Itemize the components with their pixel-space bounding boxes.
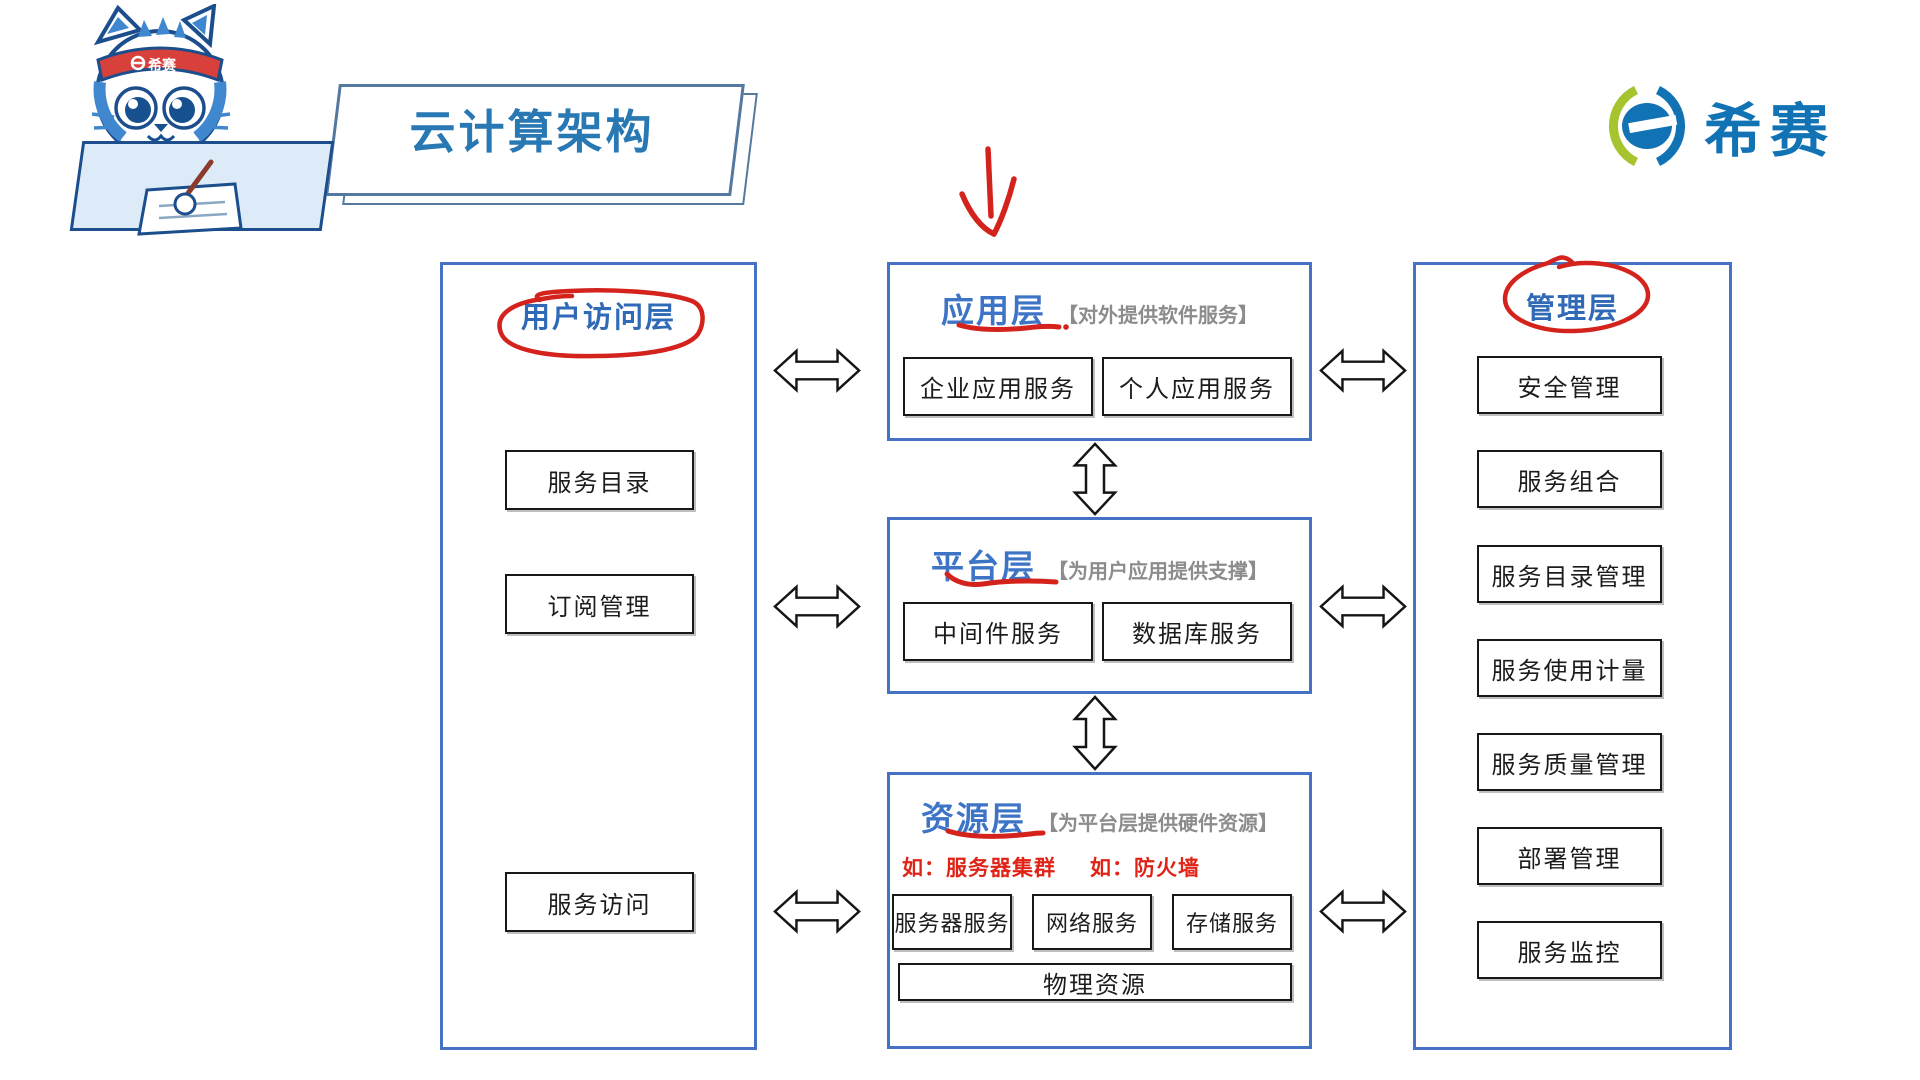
resource-box-storage-service: 存储服务: [1172, 894, 1292, 950]
resource-box-network-service: 网络服务: [1032, 894, 1152, 950]
mascot-nose: [154, 124, 168, 132]
item-label: 数据库服务: [1132, 621, 1262, 648]
mgmt-item-catalog-mgmt: 服务目录管理: [1477, 545, 1662, 603]
item-label: 服务器服务: [894, 911, 1010, 936]
mascot-headband-logo-icon: [130, 55, 146, 71]
item-label: 服务使用计量: [1491, 657, 1648, 685]
mascot-cheek-patch-right: [193, 81, 227, 142]
double-arrow-right-app: [1319, 348, 1407, 393]
mascot-stripe: [156, 17, 170, 35]
item-label: 服务目录: [547, 469, 652, 497]
brand-logo-text: 希赛: [1704, 99, 1837, 164]
platform-layer-header: 平台层 【为用户应用提供支撑】: [887, 540, 1312, 588]
application-layer-subtitle: 【对外提供软件服务】: [1058, 305, 1258, 327]
mgmt-item-usage-metering: 服务使用计量: [1477, 639, 1662, 697]
logo-green-arc: [1609, 85, 1639, 167]
app-box-personal-services: 个人应用服务: [1102, 357, 1292, 416]
mgmt-item-security: 安全管理: [1477, 356, 1662, 414]
mgmt-item-service-monitoring: 服务监控: [1477, 921, 1662, 979]
mascot-mouth: [146, 133, 176, 142]
platform-layer-title: 平台层: [931, 548, 1036, 585]
mgmt-item-deployment-mgmt: 部署管理: [1477, 827, 1662, 885]
item-label: 网络服务: [1045, 911, 1138, 936]
app-box-enterprise-services: 企业应用服务: [903, 357, 1093, 416]
note-server-cluster: 如：服务器集群: [902, 857, 1056, 880]
paper-line: [158, 212, 228, 220]
item-label: 订阅管理: [547, 593, 652, 621]
mascot-eye-highlight: [128, 99, 138, 109]
resource-box-server-service: 服务器服务: [892, 894, 1012, 950]
logo-e-slot: [1628, 114, 1678, 134]
double-arrow-left-app: [773, 348, 861, 393]
application-layer-header: 应用层 【对外提供软件服务】: [887, 284, 1312, 332]
mascot-stripe: [138, 20, 152, 37]
user-access-item-subscription-mgmt: 订阅管理: [505, 574, 694, 634]
platform-box-middleware: 中间件服务: [903, 602, 1093, 661]
item-label: 服务访问: [547, 891, 652, 919]
user-access-item-service-access: 服务访问: [505, 872, 694, 932]
mascot-eye-highlight: [172, 99, 182, 109]
item-label: 部署管理: [1517, 845, 1622, 873]
resource-box-physical-resources: 物理资源: [898, 963, 1292, 1001]
mascot-eye-right-iris: [169, 97, 195, 123]
brand-logo: 希赛: [1600, 84, 1836, 168]
item-label: 存储服务: [1185, 911, 1278, 936]
double-arrow-platform-resource: [1072, 695, 1118, 771]
logo-blue-arc: [1655, 85, 1685, 167]
brand-logo-icon: [1609, 85, 1685, 167]
item-label: 物理资源: [1043, 971, 1147, 999]
page-title: 云计算架构: [409, 106, 655, 158]
double-arrow-app-platform: [1072, 442, 1118, 516]
item-label: 中间件服务: [933, 621, 1063, 648]
resource-layer-title: 资源层: [921, 800, 1026, 837]
item-label: 服务质量管理: [1491, 751, 1648, 779]
mascot-paper: [137, 159, 243, 236]
double-arrow-right-resource: [1319, 889, 1407, 934]
mascot-headband-text: 希赛: [148, 57, 177, 73]
mgmt-item-qos-mgmt: 服务质量管理: [1477, 733, 1662, 791]
double-arrow-left-resource: [773, 889, 861, 934]
mascot-eye-left-iris: [125, 97, 151, 123]
item-label: 个人应用服务: [1119, 376, 1275, 403]
mascot-whisker: [91, 112, 115, 119]
mascot-whisker: [207, 112, 231, 119]
mascot-ear-left-inner: [107, 17, 129, 34]
user-access-layer-title: 用户访问层: [520, 302, 676, 334]
red-down-arrow: [959, 146, 1017, 237]
double-arrow-right-platform: [1319, 584, 1407, 629]
mascot-ear-right-inner: [192, 15, 207, 35]
management-layer-title: 管理层: [1525, 293, 1619, 325]
item-label: 安全管理: [1517, 374, 1622, 402]
user-access-item-service-catalog: 服务目录: [505, 450, 694, 510]
mgmt-item-service-composition: 服务组合: [1477, 450, 1662, 508]
note-firewall: 如：防火墙: [1090, 857, 1200, 880]
double-arrow-left-platform: [773, 584, 861, 629]
mascot-whisker: [93, 125, 116, 130]
mascot-cheek-patch-left: [93, 81, 127, 142]
mascot-paw: [173, 192, 197, 216]
resource-layer-notes: 如：服务器集群 如：防火墙: [902, 852, 1200, 882]
user-access-layer-panel: [440, 262, 757, 1050]
item-label: 服务监控: [1517, 939, 1622, 967]
resource-layer-header: 资源层 【为平台层提供硬件资源】: [887, 792, 1312, 840]
application-layer-title: 应用层: [941, 292, 1046, 329]
mascot-whisker: [206, 125, 229, 130]
item-label: 服务目录管理: [1491, 563, 1648, 591]
platform-box-database: 数据库服务: [1102, 602, 1292, 661]
mascot-stripe: [174, 21, 186, 38]
resource-layer-subtitle: 【为平台层提供硬件资源】: [1038, 813, 1278, 835]
platform-layer-subtitle: 【为用户应用提供支撑】: [1048, 561, 1268, 583]
item-label: 企业应用服务: [920, 376, 1076, 403]
mascot-headband: [96, 46, 224, 83]
item-label: 服务组合: [1517, 468, 1622, 496]
